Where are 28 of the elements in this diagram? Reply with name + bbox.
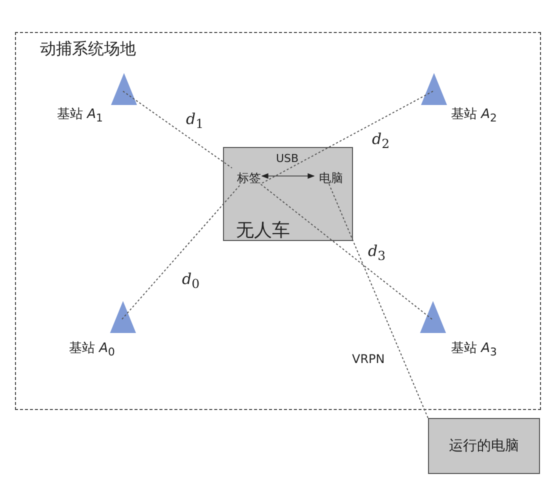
connector-line [260, 90, 434, 184]
node-label: 基站 A$_{1}$ [57, 106, 103, 125]
box-label: 无人车 [236, 219, 290, 242]
connector-line [122, 90, 232, 168]
edge-label: d$_{0}$ [182, 270, 200, 291]
edge-label: d$_{2}$ [372, 130, 390, 151]
field-area [15, 32, 541, 410]
connector-line [260, 184, 432, 320]
base-station-triangle [420, 301, 446, 333]
base-station-triangle [110, 301, 136, 333]
node-label: 基站 A$_{0}$ [69, 340, 115, 359]
node-text: 标签 [234, 170, 264, 186]
connector-line [328, 184, 428, 418]
vehicle-box [223, 147, 353, 241]
edge-label: d$_{1}$ [186, 110, 204, 131]
node-label: 基站 A$_{3}$ [451, 340, 497, 359]
node-label: 基站 A$_{2}$ [451, 106, 497, 125]
connector-line [122, 184, 242, 320]
node-text: 电脑 [316, 170, 346, 186]
computer-box [428, 418, 540, 474]
base-station-triangle [421, 73, 447, 105]
edge-label: d$_{3}$ [368, 242, 386, 263]
edge-label: VRPN [352, 352, 385, 366]
area-title: 动捕系统场地 [40, 39, 136, 60]
edge-label: USB [276, 152, 299, 165]
arrow [261, 173, 315, 179]
box-label: 运行的电脑 [448, 437, 520, 455]
base-station-triangle [111, 73, 137, 105]
